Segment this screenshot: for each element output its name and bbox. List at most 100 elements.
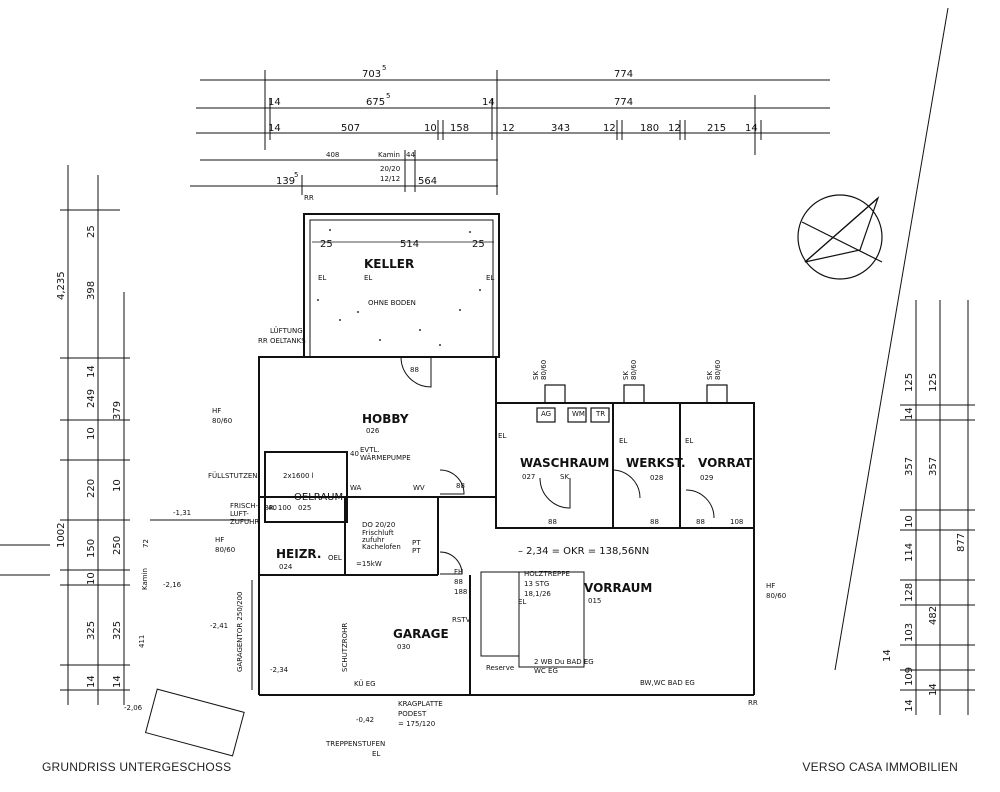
dim-10-l: 10 xyxy=(86,427,97,440)
heizr-num: 024 xyxy=(279,563,293,571)
werkst-name: WERKST. xyxy=(626,456,686,470)
keller-dim-25b: 25 xyxy=(472,239,485,250)
kachelofen-label: Kachelofen xyxy=(362,543,401,551)
dim-357b: 357 xyxy=(928,457,939,476)
right-dimension-chains xyxy=(900,300,975,715)
right-dimension-labels: 125 125 14 357 357 10 114 877 128 482 10… xyxy=(882,373,967,712)
frischluft2-label: LUFT- xyxy=(230,510,249,518)
dim-703-sup: 5 xyxy=(382,64,386,72)
dim-25: 25 xyxy=(86,225,97,238)
oelraum-tank: 2x1600 l xyxy=(283,472,314,480)
el-label-keller-l: EL xyxy=(318,274,326,282)
dim-14-l2: 14 xyxy=(86,675,97,688)
dim-398: 398 xyxy=(86,281,97,300)
dim-482: 482 xyxy=(928,606,939,625)
keller-dim-25a: 25 xyxy=(320,239,333,250)
dim-103: 103 xyxy=(904,623,915,642)
el-label-keller-r: EL xyxy=(486,274,494,282)
hobby-num: 026 xyxy=(366,427,380,435)
dim-12-12: 12/12 xyxy=(380,175,400,183)
dim-703: 703 xyxy=(362,69,381,80)
waschraum-sk: SK xyxy=(560,473,569,481)
holztreppe-label: HOLZTREPPE xyxy=(524,570,570,578)
door-108: 108 xyxy=(730,518,743,526)
north-arrow-icon xyxy=(797,194,883,280)
sk-label-3: SK xyxy=(706,371,714,380)
keller-dims: 25 514 25 xyxy=(312,239,494,250)
dim-r3-8: 12 xyxy=(668,123,681,134)
lvl-042: -0,42 xyxy=(356,716,374,724)
dim-125a: 125 xyxy=(904,373,915,392)
dim-r3-1: 507 xyxy=(341,123,360,134)
dim-379: 379 xyxy=(112,401,123,420)
dim-14-r3: 14 xyxy=(928,683,939,696)
keller-el: EL xyxy=(364,274,372,282)
waschraum-name: WASCHRAUM xyxy=(520,456,609,470)
top-dimension-labels: 703 5 774 14 675 5 14 774 14 507 10 158 … xyxy=(268,64,758,187)
wm-label: WM xyxy=(572,410,585,418)
dim-675-sup: 5 xyxy=(386,92,390,100)
el-label-bottom: EL xyxy=(372,750,380,758)
rstv-label: RSTV xyxy=(452,616,471,624)
zufuhr-k: zufuhr xyxy=(362,536,384,544)
waschraum-num: 027 xyxy=(522,473,535,481)
fh-label: FH xyxy=(454,568,463,576)
dim-14: 14 xyxy=(268,97,281,108)
dim-325: 325 xyxy=(86,621,97,640)
dim-139: 139 xyxy=(276,176,295,187)
dim-14b: 14 xyxy=(482,97,495,108)
holztreppe2-label: 13 STG xyxy=(524,580,549,588)
fuellstutzen-label: FÜLLSTUTZEN xyxy=(208,471,258,480)
garage-name: GARAGE xyxy=(393,627,449,641)
hf-label-hobby: HF xyxy=(212,407,221,415)
lvl-216: -2,16 xyxy=(163,581,182,589)
dim-774b: 774 xyxy=(614,97,633,108)
dim-r3-7: 180 xyxy=(640,123,659,134)
kueg-label: KÜ EG xyxy=(354,679,376,688)
wc-label: WC EG xyxy=(534,667,558,675)
dim-114: 114 xyxy=(904,543,915,562)
lvl-241: -2,41 xyxy=(210,622,228,630)
dim-r3-6: 12 xyxy=(603,123,616,134)
kragplatte-label: KRAGPLATTE xyxy=(398,700,443,708)
dim-r3-2: 10 xyxy=(424,123,437,134)
door-40a: 40 xyxy=(350,450,359,458)
rr-label-2: RR xyxy=(304,194,314,202)
evtl-label: EVTL. xyxy=(360,446,380,454)
oeltanks-label: OELTANKS xyxy=(270,337,306,345)
dim-r3-10: 14 xyxy=(745,123,758,134)
door-size-labels: 88 88 88 88 88 108 40 40 xyxy=(268,366,743,526)
dim-408: 408 xyxy=(326,151,339,159)
door-88-oel: 88 xyxy=(456,482,465,490)
podest-size: = 175/120 xyxy=(398,720,435,728)
dim-220: 220 xyxy=(86,479,97,498)
garage-num: 030 xyxy=(397,643,410,651)
dim-877: 877 xyxy=(956,533,967,552)
dim-675: 675 xyxy=(366,97,385,108)
wa-label: WA xyxy=(350,484,362,492)
dim-r3-3: 158 xyxy=(450,123,469,134)
dim-14-r4: 14 xyxy=(904,699,915,712)
dim-14-r2: 14 xyxy=(882,649,893,662)
dim-1002: 1002 xyxy=(56,523,67,548)
dim-10-r: 10 xyxy=(904,515,915,528)
wv-label: WV xyxy=(413,484,425,492)
el-label-wasch: EL xyxy=(498,432,506,440)
sk-label-2: SK xyxy=(622,371,630,380)
kamin-label: Kamin xyxy=(141,568,149,590)
werkst-num: 028 xyxy=(650,474,663,482)
holztreppe3-label: 18,1/26 xyxy=(524,590,551,598)
keller-texture xyxy=(317,229,481,346)
door-88-wasch: 88 xyxy=(548,518,557,526)
garagentor-label: GARAGENTOR 250/200 xyxy=(236,592,244,673)
dim-139-sup: 5 xyxy=(294,171,298,179)
dim-109: 109 xyxy=(904,667,915,686)
dim-411: 411 xyxy=(138,635,146,648)
heizr-name: HEIZR. xyxy=(276,547,321,561)
wb-label: 2 WB Du BAD EG xyxy=(534,658,594,666)
frischluft-label: FRISCH- xyxy=(230,502,259,510)
vorraum-num: 015 xyxy=(588,597,601,605)
dim-r3-4: 12 xyxy=(502,123,515,134)
el-label-vorrat: EL xyxy=(685,437,693,445)
